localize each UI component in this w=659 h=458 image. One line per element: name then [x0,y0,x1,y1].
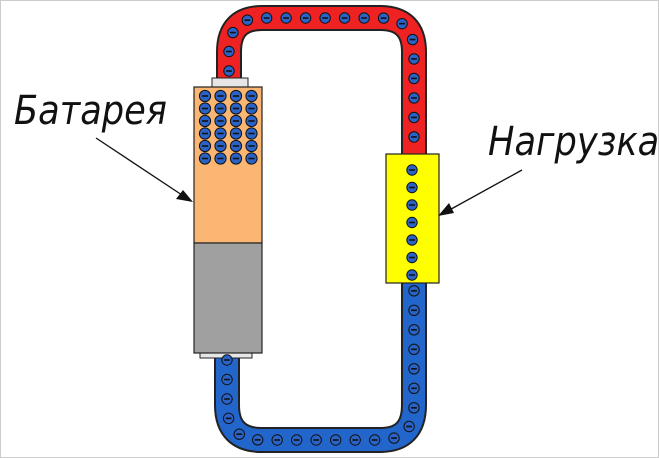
minus-circle-icon [349,434,361,446]
minus-circle-icon [329,434,342,446]
load-label: Нагрузка [488,119,659,165]
minus-circle-icon [245,89,258,103]
minus-circle-icon [408,324,420,336]
minus-circle-icon [222,412,235,425]
minus-circle-icon [245,139,258,153]
minus-circle-icon [406,251,418,264]
minus-circle-icon [408,285,420,297]
minus-circle-icon [229,102,243,115]
minus-circle-icon [198,102,212,115]
minus-circle-icon [408,363,420,375]
minus-circle-icon [338,12,351,24]
minus-circle-icon [241,14,254,26]
arrow-icon [438,169,523,216]
minus-circle-icon [198,89,212,103]
minus-circle-icon [408,131,420,143]
minus-circle-icon [408,343,420,356]
minus-circle-icon [233,428,245,440]
minus-circle-icon [245,152,258,165]
minus-circle-icon [229,89,243,103]
minus-circle-icon [290,434,303,446]
minus-circle-icon [214,89,227,103]
minus-circle-icon [280,12,292,24]
minus-circle-icon [358,12,370,24]
minus-circle-icon [198,152,212,165]
minus-circle-icon [223,45,235,58]
minus-circle-icon [377,12,390,24]
battery-negative-half [193,242,263,354]
minus-circle-icon [229,114,243,128]
minus-circle-icon [214,139,227,153]
minus-circle-icon [406,33,419,46]
minus-circle-icon [299,12,312,24]
minus-circle-icon [214,114,227,128]
minus-circle-icon [388,432,400,444]
minus-circle-icon [214,152,227,165]
minus-circle-icon [245,114,258,128]
minus-circle-icon [396,17,408,30]
minus-circle-icon [214,102,227,115]
minus-circle-icon [271,434,283,446]
minus-circle-icon [223,65,235,77]
minus-circle-icon [229,152,243,165]
minus-circle-icon [221,354,233,366]
minus-circle-icon [408,72,420,85]
minus-circle-icon [245,127,258,140]
minus-circle-icon [221,373,233,386]
arrow-icon [95,137,193,202]
minus-circle-icon [408,111,420,124]
minus-circle-icon [198,114,212,128]
minus-circle-icon [310,434,322,446]
minus-circle-icon [408,304,420,317]
minus-circle-icon [408,402,420,414]
minus-circle-icon [221,393,233,405]
minus-circle-icon [368,434,381,446]
battery-label: Батарея [14,88,167,134]
minus-circle-icon [198,127,212,140]
minus-circle-icon [319,12,331,24]
minus-circle-icon [408,92,420,104]
electrons-layer [198,12,420,446]
minus-circle-icon [214,127,227,140]
minus-circle-icon [406,164,418,176]
minus-circle-icon [403,420,415,433]
minus-circle-icon [229,139,243,153]
minus-circle-icon [251,434,264,446]
minus-circle-icon [245,102,258,115]
minus-circle-icon [260,12,273,24]
minus-circle-icon [406,216,418,229]
minus-circle-icon [198,139,212,153]
minus-circle-icon [408,53,420,65]
minus-circle-icon [408,382,420,395]
minus-circle-icon [227,26,239,39]
minus-circle-icon [406,269,418,281]
minus-circle-icon [406,199,418,211]
minus-circle-icon [406,234,418,246]
minus-circle-icon [406,181,418,194]
minus-circle-icon [229,127,243,140]
